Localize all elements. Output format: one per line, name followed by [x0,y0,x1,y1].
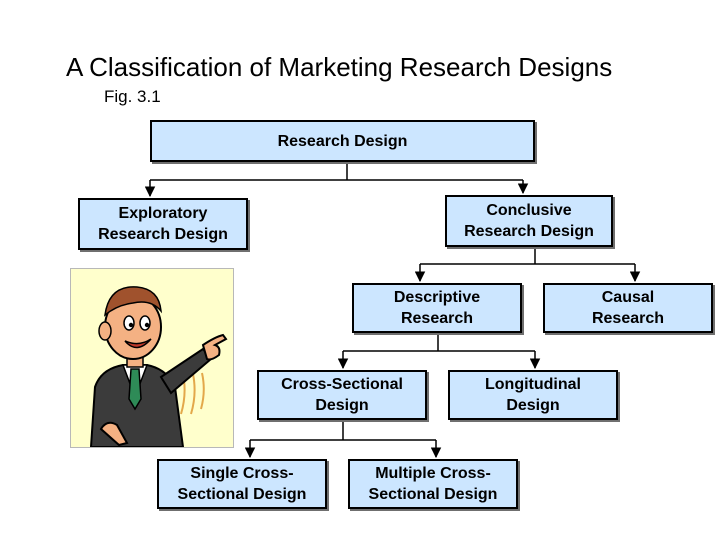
node-label-line: Sectional Design [177,486,307,503]
node-cross-sectional-design: Cross-Sectional Design [257,370,427,420]
node-label-line: Research [591,310,665,327]
node-exploratory-research-design: Exploratory Research Design [78,198,248,250]
node-label-line: Exploratory [118,205,208,222]
node-label-line: Conclusive [486,202,572,219]
node-label-line: Causal [601,289,655,306]
node-label-line: Cross-Sectional [281,376,403,393]
node-single-cross-sectional-design: Single Cross- Sectional Design [157,459,327,509]
node-label-line: Design [506,397,560,414]
node-descriptive-research: Descriptive Research [352,283,522,333]
node-label-line: Single Cross- [190,465,294,482]
node-label-line: Research Design [277,132,408,150]
pointing-man-icon [89,286,228,448]
pointing-man-illustration [70,268,234,448]
node-label-line: Design [315,397,369,414]
node-conclusive-research-design: Conclusive Research Design [445,195,613,247]
node-label-line: Multiple Cross- [375,465,491,482]
node-multiple-cross-sectional-design: Multiple Cross- Sectional Design [348,459,518,509]
node-label-line: Longitudinal [485,376,581,393]
node-label-line: Research Design [464,223,594,240]
node-causal-research: Causal Research [543,283,713,333]
node-longitudinal-design: Longitudinal Design [448,370,618,420]
diagram-title: A Classification of Marketing Research D… [66,52,613,82]
figure-number: Fig. 3.1 [104,87,161,106]
node-label-line: Sectional Design [368,486,498,503]
node-research-design: Research Design [150,120,535,162]
node-label-line: Descriptive [393,289,481,306]
node-label-line: Research Design [98,226,228,243]
node-label-line: Research [400,310,474,327]
